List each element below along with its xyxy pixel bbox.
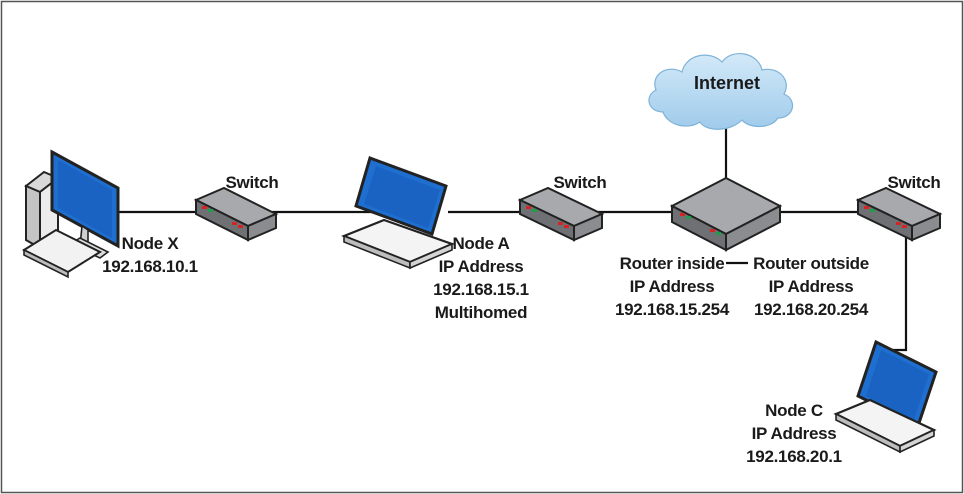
switch-3-label: Switch	[888, 173, 941, 192]
node-x-label: Node X 192.168.10.1	[102, 234, 198, 276]
switch-icon	[193, 186, 279, 242]
node-c-ip-caption: IP Address	[752, 424, 837, 443]
router-outside-ip-caption: IP Address	[769, 277, 854, 296]
router-outside-ip: 192.168.20.254	[754, 300, 869, 319]
laptop-icon	[341, 156, 456, 270]
node-c-label: Node C IP Address 192.168.20.1	[746, 401, 842, 466]
router-inside-name: Router inside	[620, 254, 725, 273]
router-inside-ip: 192.168.15.254	[615, 300, 730, 319]
node-a-ip-caption: IP Address	[439, 257, 524, 276]
switch-icon	[517, 186, 605, 242]
router-inside-ip-caption: IP Address	[630, 277, 715, 296]
node-x-name: Node X	[122, 234, 180, 253]
router-inside-label: Router inside IP Address 192.168.15.254	[615, 254, 730, 319]
router-outside-label: Router outside IP Address 192.168.20.254	[753, 254, 869, 319]
router-outside-name: Router outside	[753, 254, 869, 273]
desktop-computer-icon	[21, 149, 120, 279]
node-a-ip: 192.168.15.1	[433, 280, 529, 299]
switch-icon	[855, 186, 943, 242]
node-a-multihomed: Multihomed	[435, 303, 527, 322]
node-x-ip: 192.168.10.1	[102, 257, 198, 276]
cloud-icon	[648, 53, 794, 130]
node-a-name: Node A	[452, 234, 509, 253]
node-c-name: Node C	[765, 401, 823, 420]
internet-label: Internet	[694, 73, 760, 93]
node-a-label: Node A IP Address 192.168.15.1 Multihome…	[433, 234, 529, 322]
switch-2-label: Switch	[554, 173, 607, 192]
switch-1-label: Switch	[226, 173, 279, 192]
node-c-ip: 192.168.20.1	[746, 447, 842, 466]
router-icon	[669, 176, 783, 252]
laptop-icon	[833, 339, 938, 454]
